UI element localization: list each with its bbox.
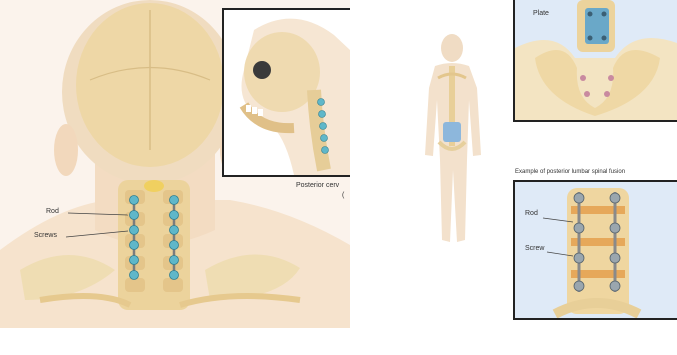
lumbar-rod-label: Rod [525,210,538,217]
screws-label: Screws [34,232,57,239]
lumbar-section-caption: Example of posterior lumbar spinal fusio… [515,169,625,175]
rod-label: Rod [46,208,59,215]
lumbar-highlight [443,122,461,142]
inset-caption: Posterior cerv [296,182,339,189]
body-silhouette-graphic [395,30,505,275]
cervical-fusion-illustration: Rod Screws Posterior cerv ( [0,0,350,328]
plate-inset [513,0,677,122]
lateral-view-inset [222,8,350,177]
lumbar-screw-label: Screw [525,245,544,252]
cervical-vertebrae [118,180,190,310]
full-body-figure [395,30,505,275]
inset-caption-cont: ( [342,192,344,199]
pelvis-plate-graphic [515,0,677,120]
lateral-skull-graphic [224,10,350,175]
plate-label: Plate [533,10,549,17]
lumbar-fusion-illustrations: Plate Example of posterior lumbar spinal… [495,0,677,355]
